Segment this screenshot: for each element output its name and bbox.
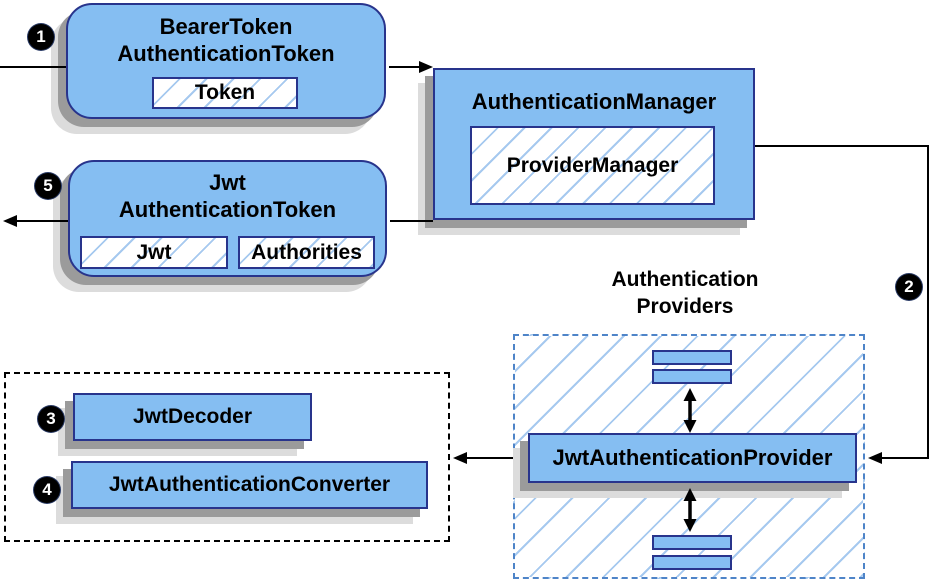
- bearer-token-title-line1: BearerToken: [159, 14, 293, 39]
- jwt-decoder-node: JwtDecoder: [73, 393, 312, 441]
- authorities-chip-label: Authorities: [251, 240, 362, 264]
- jwt-authentication-converter-node: JwtAuthenticationConverter: [71, 461, 428, 509]
- arrowhead-into-provider: [868, 452, 882, 464]
- step-1-number: 1: [36, 27, 46, 46]
- provider-stack-top-rect-2: [652, 369, 732, 384]
- step-4-number: 4: [42, 480, 52, 499]
- provider-manager-chip: ProviderManager: [470, 126, 715, 205]
- authentication-providers-label-line1: Authentication: [611, 268, 759, 291]
- authentication-providers-label: Authentication Providers: [575, 266, 795, 320]
- jwt-chip: Jwt: [80, 236, 228, 269]
- arrowhead-into-components: [453, 452, 467, 464]
- step-5-badge: 5: [35, 173, 61, 199]
- authentication-manager-title: AuthenticationManager: [471, 89, 717, 114]
- jwt-token-title-line1: Jwt: [209, 170, 246, 195]
- jwt-chip-label: Jwt: [136, 240, 172, 264]
- step-2-number: 2: [904, 277, 914, 296]
- arrowhead-outgoing: [3, 215, 17, 227]
- arrowhead-into-manager: [419, 61, 433, 73]
- authorities-chip: Authorities: [238, 236, 375, 269]
- token-chip-label: Token: [194, 81, 256, 104]
- authentication-manager-node: AuthenticationManager ProviderManager: [433, 68, 755, 220]
- step-2-badge: 2: [896, 274, 922, 300]
- jwt-authentication-provider-node: JwtAuthenticationProvider: [528, 433, 857, 483]
- provider-stack-bottom-rect-1: [652, 535, 732, 550]
- jwt-authentication-token-node: Jwt AuthenticationToken Jwt Authorities: [68, 160, 387, 277]
- authentication-providers-label-line2: Providers: [636, 295, 734, 318]
- provider-stack-bottom-rect-2: [652, 555, 732, 570]
- provider-stack-top-rect-1: [652, 350, 732, 365]
- jwt-token-title-line2: AuthenticationToken: [118, 197, 337, 222]
- token-chip: Token: [152, 77, 298, 109]
- bearer-token-node: BearerToken AuthenticationToken Token: [66, 3, 386, 119]
- jwt-authentication-provider-title: JwtAuthenticationProvider: [552, 445, 833, 470]
- step-4-badge: 4: [34, 477, 60, 503]
- step-3-badge: 3: [38, 406, 64, 432]
- step-5-number: 5: [43, 176, 53, 195]
- step-3-number: 3: [46, 409, 56, 428]
- step-1-badge: 1: [28, 24, 54, 50]
- provider-manager-chip-label: ProviderManager: [506, 153, 679, 177]
- bearer-token-title-line2: AuthenticationToken: [117, 41, 335, 66]
- jwt-decoder-title: JwtDecoder: [132, 405, 253, 428]
- jwt-authentication-converter-title: JwtAuthenticationConverter: [108, 473, 391, 496]
